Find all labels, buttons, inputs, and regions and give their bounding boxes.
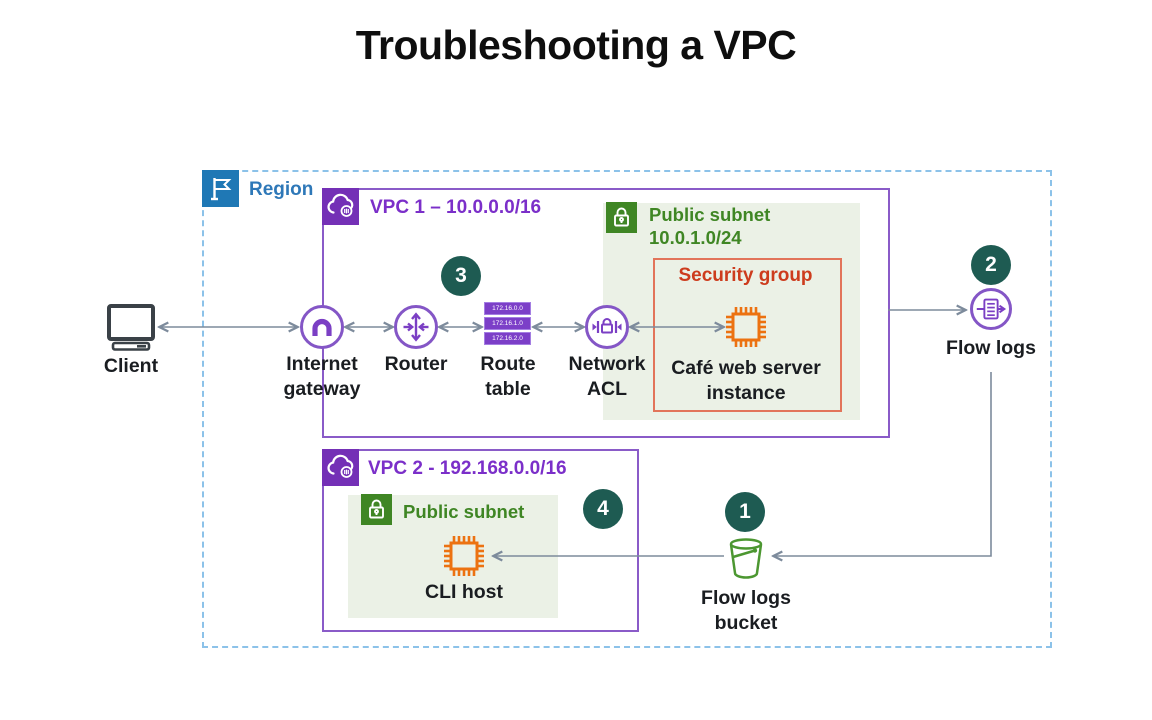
- cli-host-label: CLI host: [425, 581, 503, 603]
- client-label: Client: [103, 355, 159, 377]
- subnet1-cidr: 10.0.1.0/24: [649, 227, 742, 248]
- network-acl-icon: [585, 305, 629, 349]
- internet-gateway-icon: [300, 305, 344, 349]
- flow-logs-bucket-label: Flow logs bucket: [701, 587, 791, 634]
- flow-logs-label: Flow logs: [946, 337, 1036, 359]
- route-table-row: 172.16.1.0: [484, 317, 531, 330]
- network-acl-label: Network ACL: [568, 353, 646, 400]
- security-group-box: [653, 258, 842, 412]
- route-table-row: 172.16.2.0: [484, 332, 531, 345]
- step-badge-1: 1: [725, 492, 765, 532]
- cli-host-chip-icon: [436, 528, 492, 589]
- step-badge-4: 4: [583, 489, 623, 529]
- subnet-lock-icon: [361, 494, 392, 525]
- subnet1-name: Public subnet: [649, 204, 771, 225]
- vpc2-label: VPC 2 - 192.168.0.0/16: [368, 458, 567, 479]
- step-badge-3: 3: [441, 256, 481, 296]
- vpc1-label: VPC 1 – 10.0.0.0/16: [370, 197, 542, 218]
- cafe-web-server-label: Café web server instance: [671, 357, 821, 404]
- flow-logs-icon: [970, 288, 1012, 330]
- vpc2-box: [322, 449, 639, 632]
- vpc-cloud-icon: [322, 188, 359, 225]
- client-icon: [104, 302, 158, 357]
- flow-logs-bucket-icon: [724, 535, 768, 586]
- router-label: Router: [384, 353, 448, 375]
- subnet1-label: Public subnet 10.0.1.0/24: [649, 203, 770, 249]
- step-badge-2: 2: [971, 245, 1011, 285]
- page-title: Troubleshooting a VPC: [355, 22, 797, 68]
- security-group-label: Security group: [678, 265, 813, 286]
- vpc-cloud-icon: [322, 449, 359, 486]
- router-icon: [394, 305, 438, 349]
- subnet2-label: Public subnet: [403, 501, 525, 522]
- route-table-icon: 172.16.0.0 172.16.1.0 172.16.2.0: [484, 302, 531, 345]
- internet-gateway-label: Internet gateway: [283, 353, 361, 400]
- region-box: [202, 170, 1052, 648]
- region-flag-icon: [202, 170, 239, 207]
- region-label: Region: [249, 179, 314, 200]
- subnet-lock-icon: [606, 202, 637, 233]
- route-table-label: Route table: [480, 353, 536, 400]
- route-table-row: 172.16.0.0: [484, 302, 531, 315]
- cafe-web-server-chip-icon: [718, 299, 774, 360]
